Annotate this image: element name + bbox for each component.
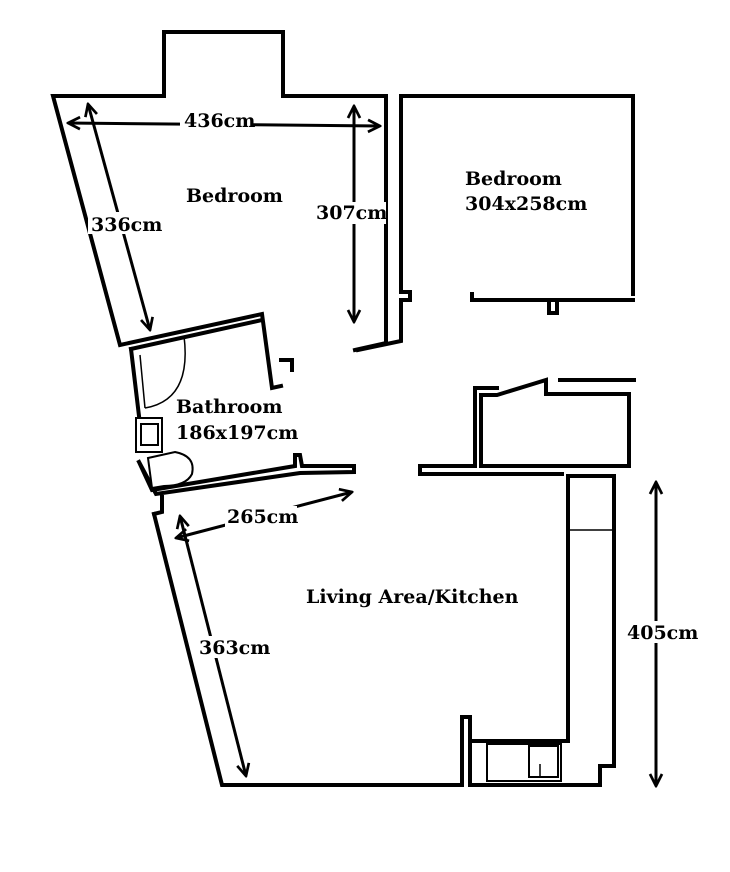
bathroom-sink-bowl [140,423,159,446]
bedroom-right-walls [399,94,635,296]
dim-bg-bedroom-side [88,212,160,234]
kitchen-sink-basin [528,745,559,778]
hall-wall-left [418,386,564,476]
bedroom-right-door-jamb [355,290,412,353]
bedroom-right-bottom-stub [547,298,559,315]
bedroom-right-bottom-wall [470,292,635,302]
dim-bedroom-depth: 307cm [316,202,387,224]
dim-living-side: 363cm [199,637,270,659]
dim-bg-kitchen-length [624,621,696,643]
living-top-left-wall [151,495,164,517]
room-size-bathroom: 186x197cm [176,422,298,444]
bedroom-left-walls [50,30,388,391]
hall-wall-right [479,377,631,468]
bathroom-door-swing [144,335,186,409]
dim-bg-living-top [225,506,297,528]
dim-bedroom-side: 336cm [91,214,162,236]
dim-living-top: 265cm [227,506,298,528]
bathroom-left-wall [128,317,265,352]
room-label-bathroom: Bathroom [176,396,282,418]
dim-bedroom-width: 436cm [184,110,255,132]
room-label-bedroom-right: Bedroom [465,168,562,190]
bathroom-walls [128,346,356,497]
dim-bg-bedroom-depth [314,202,386,224]
room-label-bedroom-left: Bedroom [186,185,283,207]
dim-bg-living-side [196,636,268,658]
dim-kitchen-length: 405cm [627,622,698,644]
room-size-bedroom-right: 304x258cm [465,193,587,215]
bathroom-door-leaf [139,354,146,409]
bathroom-toilet [146,450,194,490]
room-label-living: Living Area/Kitchen [306,586,519,608]
bathroom-wall-notch [279,358,294,372]
living-walls [151,474,616,787]
dim-bg-bedroom-width [180,110,252,132]
